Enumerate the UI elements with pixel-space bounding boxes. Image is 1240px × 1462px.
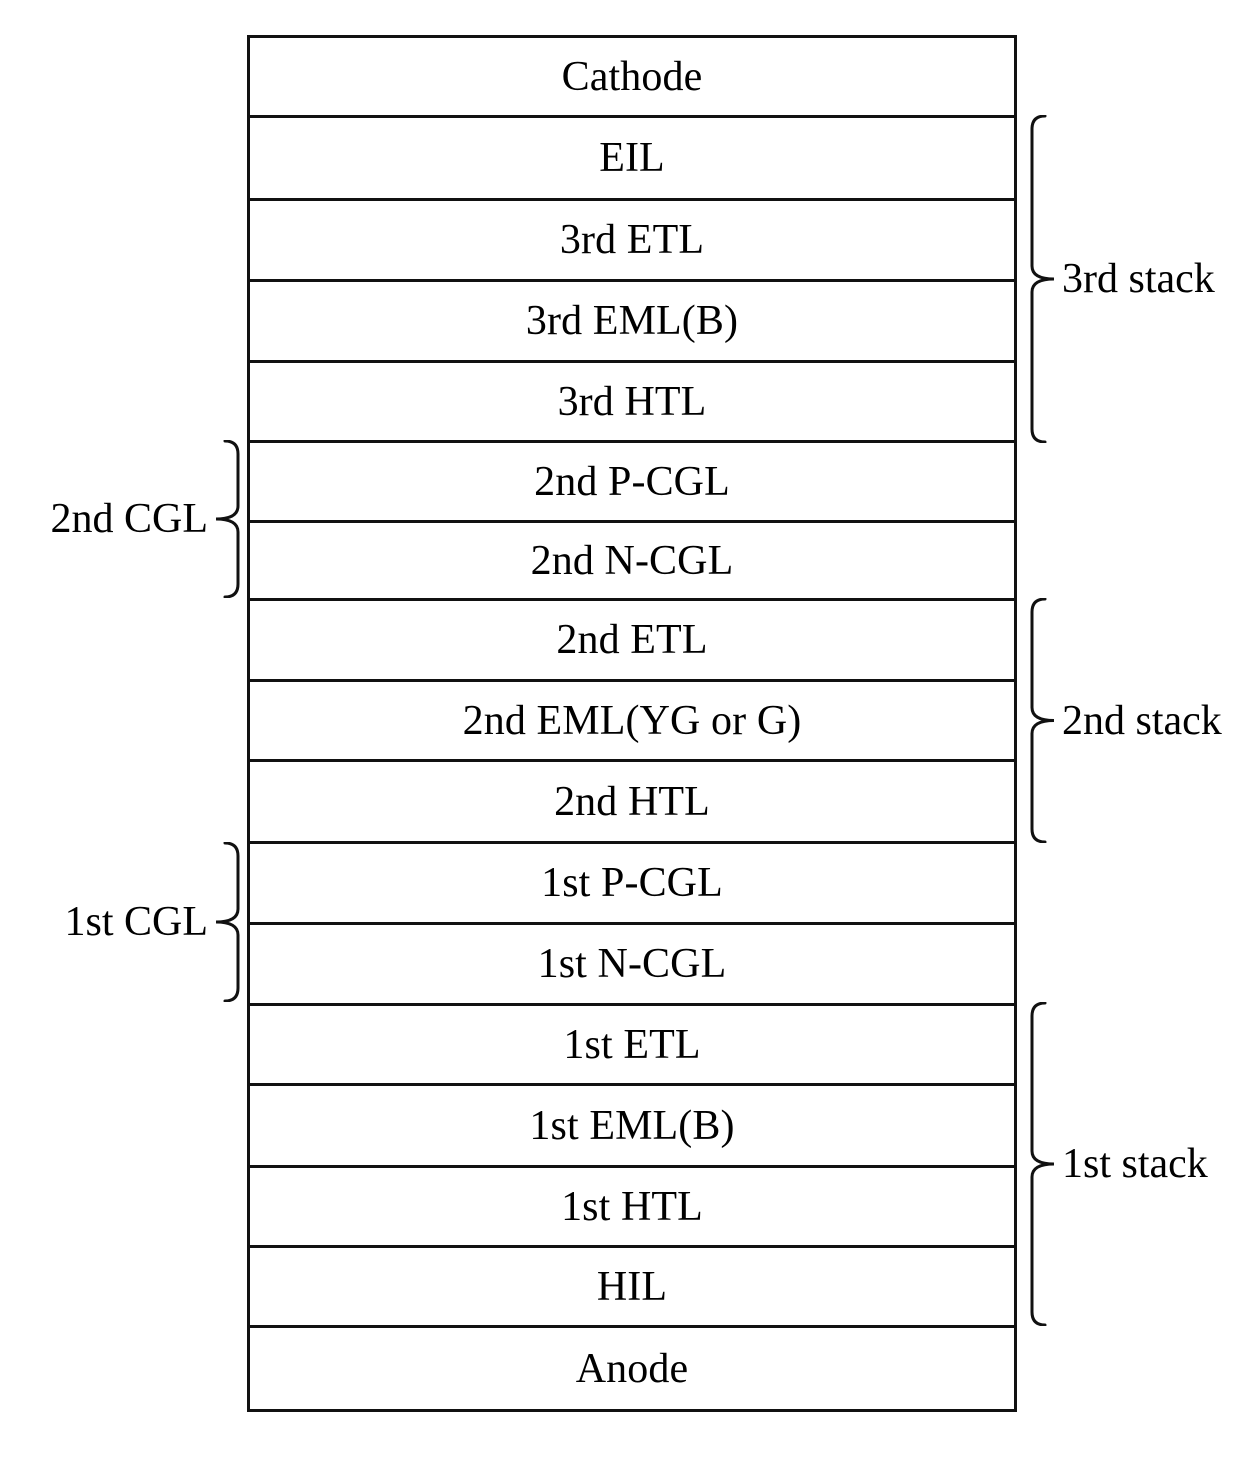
layer-row-n-cgl-1st: 1st N-CGL	[250, 925, 1014, 1006]
layer-row-eil: EIL	[250, 118, 1014, 201]
layer-row-p-cgl-2nd: 2nd P-CGL	[250, 443, 1014, 523]
layer-label-eml-2nd: 2nd EML(YG or G)	[462, 697, 802, 744]
layer-label-hil: HIL	[596, 1263, 668, 1310]
layer-row-htl-1st: 1st HTL	[250, 1168, 1014, 1248]
brace-3rd-stack-icon	[1030, 115, 1056, 443]
annotation-label-3rd-stack: 3rd stack	[1062, 256, 1215, 302]
layer-label-htl-2nd: 2nd HTL	[554, 778, 710, 825]
layer-label-p-cgl-2nd: 2nd P-CGL	[534, 458, 730, 505]
layer-label-n-cgl-2nd: 2nd N-CGL	[530, 537, 734, 584]
annotation-label-2nd-stack: 2nd stack	[1062, 697, 1222, 744]
annotation-2nd-stack: 2nd stack	[1030, 598, 1222, 843]
layer-row-etl-1st: 1st ETL	[250, 1006, 1014, 1086]
layer-label-eml-1st: 1st EML(B)	[529, 1102, 735, 1149]
layer-label-eil: EIL	[599, 135, 665, 181]
layer-row-anode: Anode	[250, 1328, 1014, 1409]
layer-label-eml-3rd: 3rd EML(B)	[525, 298, 739, 344]
layer-row-htl-2nd: 2nd HTL	[250, 762, 1014, 844]
layer-row-etl-2nd: 2nd ETL	[250, 601, 1014, 682]
layer-row-etl-3rd: 3rd ETL	[250, 201, 1014, 282]
layer-label-etl-1st: 1st ETL	[563, 1021, 701, 1068]
brace-2nd-cgl-icon	[214, 440, 240, 598]
layer-label-htl-1st: 1st HTL	[561, 1183, 703, 1230]
brace-1st-stack-icon	[1030, 1002, 1056, 1326]
layer-row-cathode: Cathode	[250, 38, 1014, 118]
layer-row-htl-3rd: 3rd HTL	[250, 363, 1014, 443]
layer-label-etl-3rd: 3rd ETL	[559, 217, 705, 263]
layer-label-p-cgl-1st: 1st P-CGL	[541, 860, 723, 906]
layer-row-hil: HIL	[250, 1248, 1014, 1328]
layer-label-cathode: Cathode	[561, 53, 703, 100]
layer-row-eml-3rd: 3rd EML(B)	[250, 282, 1014, 363]
annotation-3rd-stack: 3rd stack	[1030, 115, 1215, 443]
annotation-label-2nd-cgl: 2nd CGL	[50, 496, 209, 542]
brace-2nd-stack-icon	[1030, 598, 1056, 843]
annotation-1st-cgl: 1st CGL	[0, 842, 240, 1002]
layer-row-n-cgl-2nd: 2nd N-CGL	[250, 523, 1014, 601]
layer-label-etl-2nd: 2nd ETL	[556, 617, 708, 663]
layer-row-eml-2nd: 2nd EML(YG or G)	[250, 682, 1014, 762]
annotation-1st-stack: 1st stack	[1030, 1002, 1208, 1326]
annotation-label-1st-stack: 1st stack	[1062, 1141, 1208, 1187]
layer-row-p-cgl-1st: 1st P-CGL	[250, 844, 1014, 925]
layer-label-n-cgl-1st: 1st N-CGL	[537, 941, 727, 987]
annotation-2nd-cgl: 2nd CGL	[0, 440, 240, 598]
brace-1st-cgl-icon	[214, 842, 240, 1002]
layer-row-eml-1st: 1st EML(B)	[250, 1086, 1014, 1168]
annotation-label-1st-cgl: 1st CGL	[64, 899, 208, 945]
layer-label-htl-3rd: 3rd HTL	[557, 378, 707, 425]
layer-label-anode: Anode	[575, 1345, 689, 1392]
